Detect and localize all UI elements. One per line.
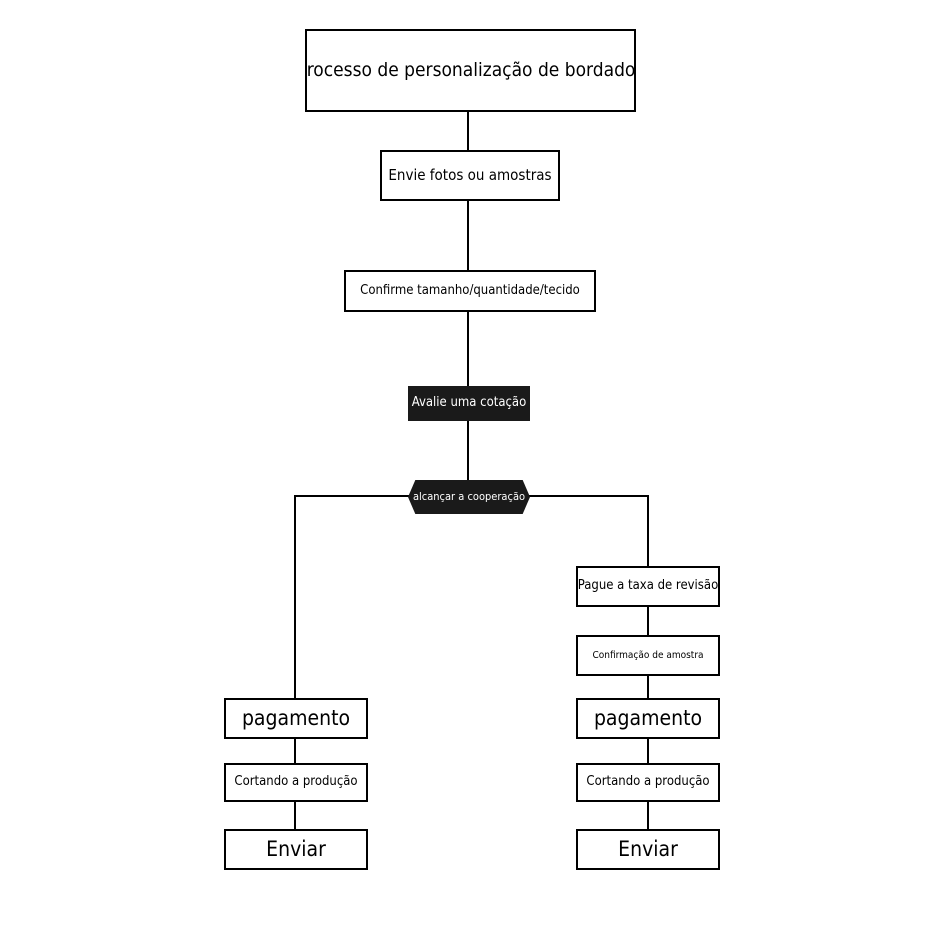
right-ship-label: Enviar [618,836,678,861]
right-revision-fee-label: Pague a taxa de revisão [577,578,719,594]
diagram-title: Processo de personalização de bordados [305,59,636,82]
right-production-label: Cortando a produção [586,774,710,790]
decision-reach-cooperation: alcançar a cooperação [408,480,530,514]
left-payment-label: pagamento [241,705,351,730]
step-send-photos-label: Envie fotos ou amostras [388,166,552,185]
left-production-label: Cortando a produção [234,774,358,790]
right-sample-confirmation-label: Confirmação de amostra [592,650,704,661]
left-production: Cortando a produção [224,763,368,802]
right-payment: pagamento [576,698,720,739]
connector-cooperation-to-revision-fee [528,495,649,566]
right-revision-fee: Pague a taxa de revisão [576,566,720,607]
left-ship: Enviar [224,829,368,870]
step-send-photos: Envie fotos ou amostras [380,150,560,201]
step-confirm-specs: Confirme tamanho/quantidade/tecido [344,270,596,312]
right-payment-label: pagamento [593,705,703,730]
left-payment: pagamento [224,698,368,739]
step-evaluate-quote-label: Avalie uma cotação [411,395,527,411]
step-confirm-specs-label: Confirme tamanho/quantidade/tecido [360,282,580,298]
title-box: Processo de personalização de bordados [305,29,636,112]
right-ship: Enviar [576,829,720,870]
connector-cooperation-to-left-payment [294,495,410,698]
decision-reach-cooperation-label: alcançar a cooperação [412,489,526,503]
step-evaluate-quote: Avalie uma cotação [408,386,530,421]
left-ship-label: Enviar [266,836,326,861]
right-production: Cortando a produção [576,763,720,802]
right-sample-confirmation: Confirmação de amostra [576,635,720,676]
